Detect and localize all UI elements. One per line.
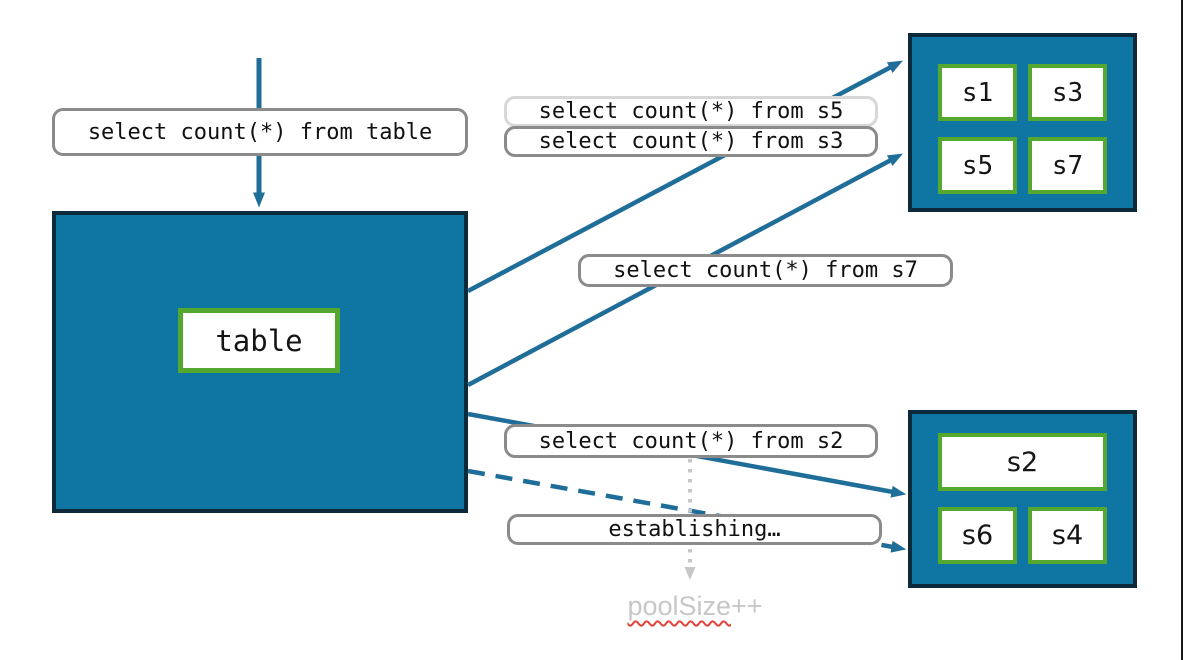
shard-label: s1	[961, 77, 994, 108]
poolsize-operator: ++	[731, 591, 763, 621]
window-edge-line	[1181, 0, 1183, 660]
table-node-label: table	[215, 323, 303, 358]
shard-node-s5: s5	[938, 137, 1017, 194]
shard-node-s7: s7	[1028, 137, 1107, 194]
query-label-from-s7: select count(*) from s7	[578, 254, 953, 287]
query-label-from-s5: select count(*) from s5	[504, 96, 878, 127]
shard-label: s5	[961, 150, 994, 181]
poolsize-word: poolSize	[627, 591, 732, 621]
shard-label: s7	[1051, 150, 1084, 181]
shard-group-top: s1 s3 s5 s7	[908, 33, 1137, 212]
query-label-from-table: select count(*) from table	[52, 108, 468, 156]
shard-node-s6: s6	[938, 507, 1017, 564]
shard-label: s6	[961, 520, 994, 551]
shard-label: s2	[1006, 446, 1039, 478]
shard-label: s4	[1051, 520, 1084, 551]
shard-label: s3	[1051, 77, 1084, 108]
shard-node-s4: s4	[1028, 507, 1107, 564]
table-container-box: table	[52, 211, 468, 513]
poolsize-annotation: poolSize++	[560, 591, 830, 622]
shard-node-s2: s2	[938, 433, 1107, 491]
shard-group-bottom: s2 s6 s4	[908, 410, 1137, 588]
shard-node-s3: s3	[1028, 64, 1107, 121]
query-label-from-s3: select count(*) from s3	[504, 126, 878, 157]
shard-node-s1: s1	[938, 64, 1017, 121]
establishing-label: establishing…	[507, 514, 882, 545]
query-label-from-s2: select count(*) from s2	[504, 424, 878, 458]
table-node: table	[178, 308, 340, 373]
